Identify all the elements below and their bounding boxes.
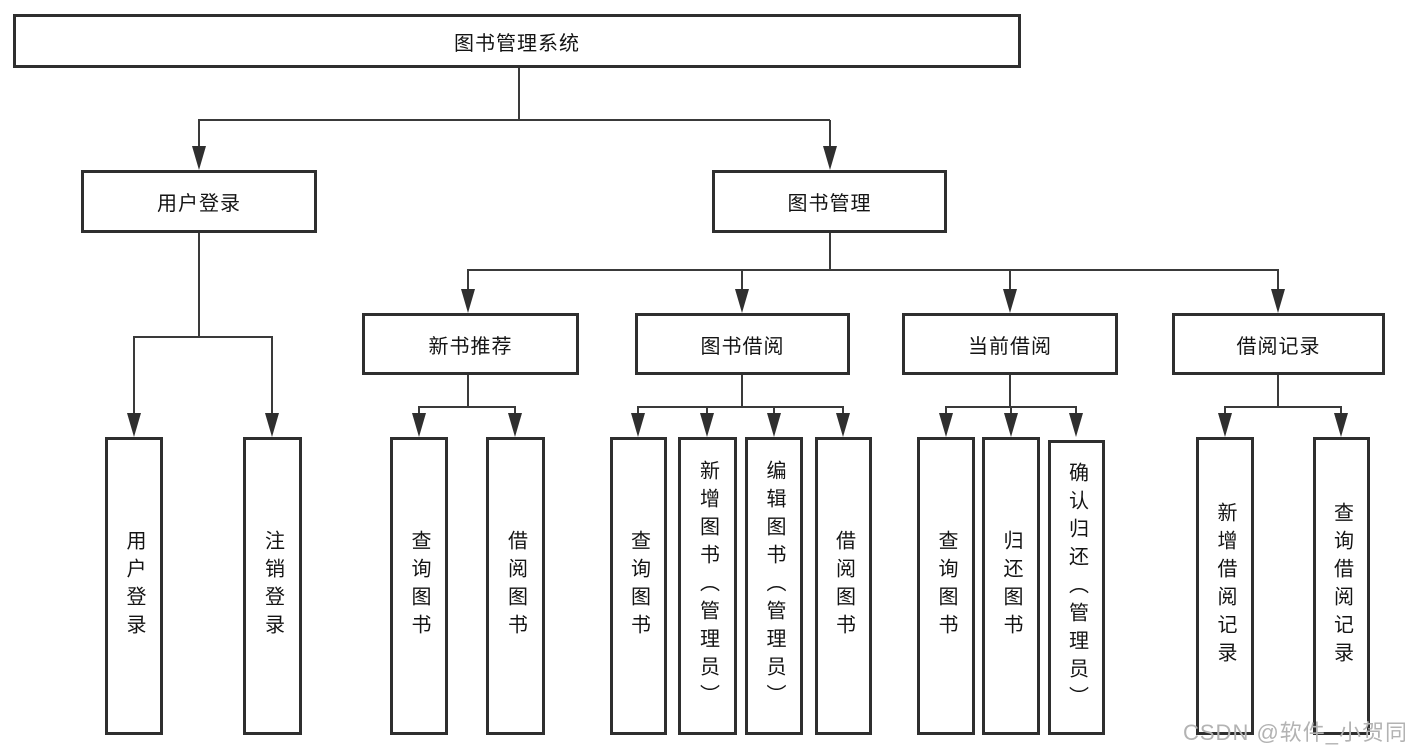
connector-borrow-rail xyxy=(637,406,844,408)
leaf-current-confirm-return-admin-label: 确认归还（管理员） xyxy=(1065,461,1088,714)
connector-current-stub xyxy=(1009,375,1011,407)
leaf-current-return-book: 归还图书 xyxy=(982,437,1040,735)
leaf-borrow-borrow-book: 借阅图书 xyxy=(815,437,872,735)
connector-borrow-drop-1 xyxy=(637,407,639,413)
node-user-login: 用户登录 xyxy=(81,170,317,233)
leaf-borrow-query-book: 查询图书 xyxy=(610,437,667,735)
connector-user-login-stub xyxy=(198,233,200,337)
leaf-user-login: 用户登录 xyxy=(105,437,163,735)
connector-user-login-rail xyxy=(133,336,273,338)
connector-user-login-drop-1 xyxy=(133,337,135,413)
arrowhead-down-icon xyxy=(1218,413,1232,437)
connector-book-mgmt-stub xyxy=(829,233,831,270)
connector-records-stub xyxy=(1277,375,1279,407)
node-new-book-recommend-label: 新书推荐 xyxy=(428,335,513,358)
node-user-login-label: 用户登录 xyxy=(157,193,241,215)
arrowhead-down-icon xyxy=(823,146,837,170)
leaf-records-add-record-label: 新增借阅记录 xyxy=(1214,502,1236,670)
connector-new-rec-drop-1 xyxy=(418,407,420,413)
leaf-records-add-record: 新增借阅记录 xyxy=(1196,437,1254,735)
connector-borrow-stub xyxy=(741,375,743,407)
leaf-recommend-query-book-label: 查询图书 xyxy=(408,530,430,642)
leaf-borrow-edit-book-admin: 编辑图书（管理员） xyxy=(745,437,803,735)
arrowhead-down-icon xyxy=(1271,289,1285,313)
connector-root-right-drop xyxy=(829,120,831,146)
arrowhead-down-icon xyxy=(1003,289,1017,313)
connector-book-mgmt-rail xyxy=(467,269,1279,271)
leaf-borrow-query-book-label: 查询图书 xyxy=(627,530,650,642)
arrowhead-down-icon xyxy=(767,413,781,437)
connector-records-drop-1 xyxy=(1224,407,1226,413)
connector-root-left-drop xyxy=(198,120,200,146)
node-book-management-label: 图书管理 xyxy=(787,193,872,215)
arrowhead-down-icon xyxy=(412,413,426,437)
connector-book-mgmt-drop-2 xyxy=(741,270,743,289)
arrowhead-down-icon xyxy=(939,413,953,437)
connector-records-rail xyxy=(1224,406,1342,408)
node-new-book-recommend: 新书推荐 xyxy=(362,313,579,375)
leaf-recommend-query-book: 查询图书 xyxy=(390,437,448,735)
connector-current-drop-1 xyxy=(945,407,947,413)
connector-borrow-drop-3 xyxy=(773,407,775,413)
connector-current-drop-3 xyxy=(1075,407,1077,413)
leaf-recommend-borrow-book: 借阅图书 xyxy=(486,437,545,735)
arrowhead-down-icon xyxy=(192,146,206,170)
node-current-borrow-label: 当前借阅 xyxy=(968,335,1052,358)
root-node: 图书管理系统 xyxy=(13,14,1021,68)
connector-user-login-drop-2 xyxy=(271,337,273,413)
connector-new-rec-stub xyxy=(467,375,469,407)
leaf-records-query-record-label: 查询借阅记录 xyxy=(1330,502,1353,670)
arrowhead-down-icon xyxy=(631,413,645,437)
arrowhead-down-icon xyxy=(461,289,475,313)
connector-root-stub xyxy=(518,68,520,120)
root-node-label: 图书管理系统 xyxy=(454,32,580,55)
connector-book-mgmt-drop-4 xyxy=(1277,270,1279,289)
arrowhead-down-icon xyxy=(1334,413,1348,437)
connector-current-drop-2 xyxy=(1010,407,1012,413)
connector-new-rec-drop-2 xyxy=(514,407,516,413)
arrowhead-down-icon xyxy=(735,289,749,313)
node-book-borrow-label: 图书借阅 xyxy=(700,335,785,358)
leaf-user-login-label: 用户登录 xyxy=(123,530,145,642)
connector-book-mgmt-drop-1 xyxy=(467,270,469,289)
leaf-current-return-book-label: 归还图书 xyxy=(1000,530,1022,642)
leaf-current-query-book: 查询图书 xyxy=(917,437,975,735)
connector-book-mgmt-drop-3 xyxy=(1009,270,1011,289)
node-current-borrow: 当前借阅 xyxy=(902,313,1118,375)
leaf-borrow-edit-book-admin-label: 编辑图书（管理员） xyxy=(763,460,785,712)
node-borrow-records: 借阅记录 xyxy=(1172,313,1385,375)
leaf-borrow-add-book-admin: 新增图书（管理员） xyxy=(678,437,737,735)
arrowhead-down-icon xyxy=(127,413,141,437)
node-book-borrow: 图书借阅 xyxy=(635,313,850,375)
arrowhead-down-icon xyxy=(508,413,522,437)
leaf-records-query-record: 查询借阅记录 xyxy=(1313,437,1370,735)
connector-records-drop-2 xyxy=(1340,407,1342,413)
leaf-borrow-borrow-book-label: 借阅图书 xyxy=(832,530,855,642)
connector-borrow-drop-4 xyxy=(842,407,844,413)
leaf-current-query-book-label: 查询图书 xyxy=(935,530,957,642)
csdn-watermark: CSDN @软件_小贺同学 xyxy=(1183,720,1405,745)
arrowhead-down-icon xyxy=(1004,413,1018,437)
connector-root-rail xyxy=(198,119,830,121)
node-borrow-records-label: 借阅记录 xyxy=(1236,335,1321,358)
leaf-current-confirm-return-admin: 确认归还（管理员） xyxy=(1048,440,1105,735)
leaf-logout: 注销登录 xyxy=(243,437,302,735)
leaf-logout-label: 注销登录 xyxy=(261,530,284,642)
leaf-borrow-add-book-admin-label: 新增图书（管理员） xyxy=(696,460,719,712)
connector-borrow-drop-2 xyxy=(706,407,708,413)
node-book-management: 图书管理 xyxy=(712,170,947,233)
arrowhead-down-icon xyxy=(1069,413,1083,437)
arrowhead-down-icon xyxy=(700,413,714,437)
connector-new-rec-rail xyxy=(418,406,516,408)
arrowhead-down-icon xyxy=(836,413,850,437)
leaf-recommend-borrow-book-label: 借阅图书 xyxy=(504,530,527,642)
arrowhead-down-icon xyxy=(265,413,279,437)
